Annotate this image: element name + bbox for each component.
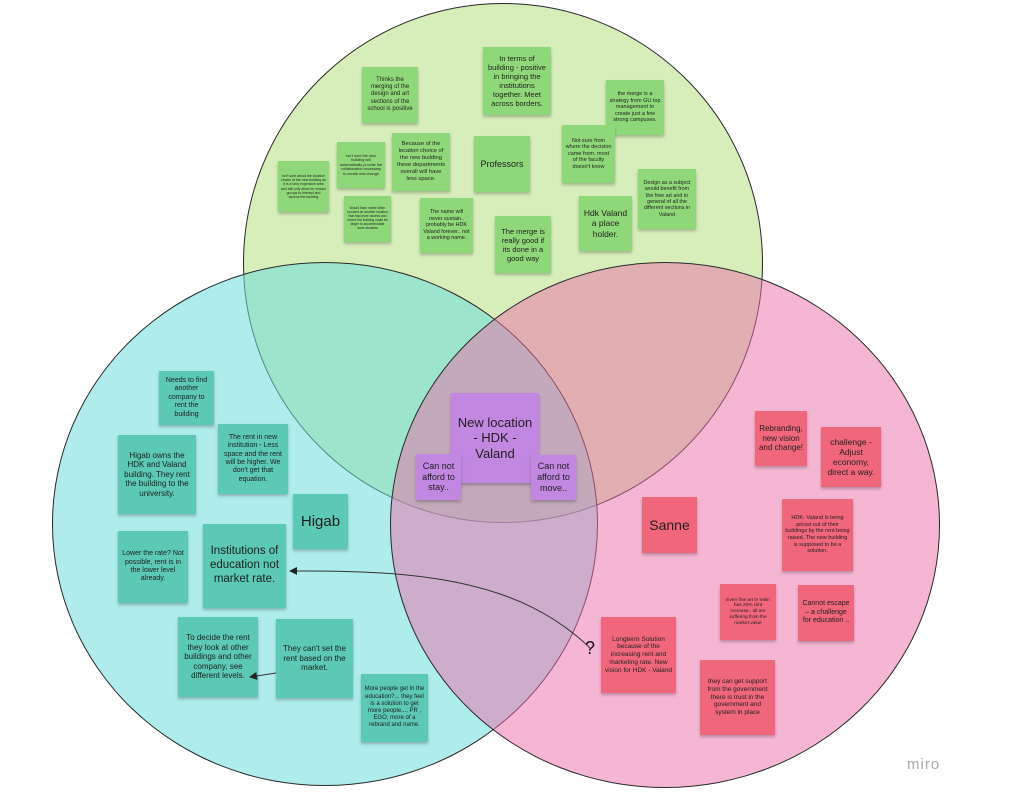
- sticky-note[interactable]: Isn't sure the new building will automat…: [337, 142, 385, 188]
- sticky-note[interactable]: Because of the location choice of the ne…: [392, 133, 450, 191]
- sticky-label-professors[interactable]: Professors: [474, 136, 530, 192]
- sticky-note[interactable]: Longterm Solution because of the increas…: [601, 617, 676, 693]
- sticky-note[interactable]: Rebranding, new vision and change!: [755, 411, 807, 466]
- sticky-note[interactable]: In terms of building - positive in bring…: [483, 47, 551, 115]
- sticky-note[interactable]: Institutions of education not market rat…: [203, 524, 286, 608]
- sticky-label-sanne[interactable]: Sanne: [642, 497, 697, 553]
- sticky-note[interactable]: challenge - Adjust economy, direct a way…: [821, 427, 881, 487]
- sticky-note[interactable]: They can't set the rent based on the mar…: [276, 619, 353, 698]
- sticky-note[interactable]: Hdk Valand a place holder.: [579, 196, 632, 251]
- question-mark: ?: [585, 638, 596, 658]
- sticky-note[interactable]: Would have rather fallen focused on anot…: [344, 196, 391, 242]
- sticky-note[interactable]: The rent in new institution - Less space…: [218, 424, 288, 494]
- sticky-note[interactable]: Needs to find another company to rent th…: [159, 371, 214, 425]
- sticky-note[interactable]: HDK- Valand is being priced out of their…: [782, 499, 853, 571]
- sticky-note[interactable]: To decide the rent they look at other bu…: [178, 617, 258, 697]
- sticky-note[interactable]: the merge is a strategy from GU top mana…: [606, 80, 664, 135]
- sticky-note[interactable]: Isn't sure about the location choice of …: [278, 161, 329, 212]
- sticky-note[interactable]: Thinks the merging of the design and art…: [362, 67, 418, 123]
- sticky-note[interactable]: Even fine art in Valin has 20% rent incr…: [720, 584, 776, 640]
- sticky-note[interactable]: More people get in the education?... the…: [361, 674, 428, 742]
- sticky-note[interactable]: Design as a subject would benefit from t…: [638, 169, 696, 229]
- sticky-note[interactable]: they can get support from the government…: [700, 660, 775, 735]
- sticky-note[interactable]: Higab owns the HDK and Valand building. …: [118, 435, 196, 514]
- sticky-note[interactable]: Can not afford to move..: [531, 455, 576, 500]
- sticky-label-center[interactable]: New location - HDK - Valand: [451, 393, 539, 483]
- sticky-note[interactable]: Lower the rate? Not possible, rent is in…: [118, 531, 188, 603]
- sticky-label-higab[interactable]: Higab: [293, 494, 348, 549]
- sticky-note[interactable]: The merge is really good if its done in …: [495, 216, 551, 273]
- sticky-note[interactable]: Not sure from where the decision came fr…: [562, 125, 615, 183]
- sticky-note[interactable]: Can not afford to stay..: [416, 454, 461, 500]
- sticky-note[interactable]: Cannot escape – a challenge for educatio…: [798, 585, 854, 641]
- sticky-note[interactable]: The name will never sustain.. probably b…: [420, 198, 473, 253]
- miro-logo: miro: [907, 756, 941, 773]
